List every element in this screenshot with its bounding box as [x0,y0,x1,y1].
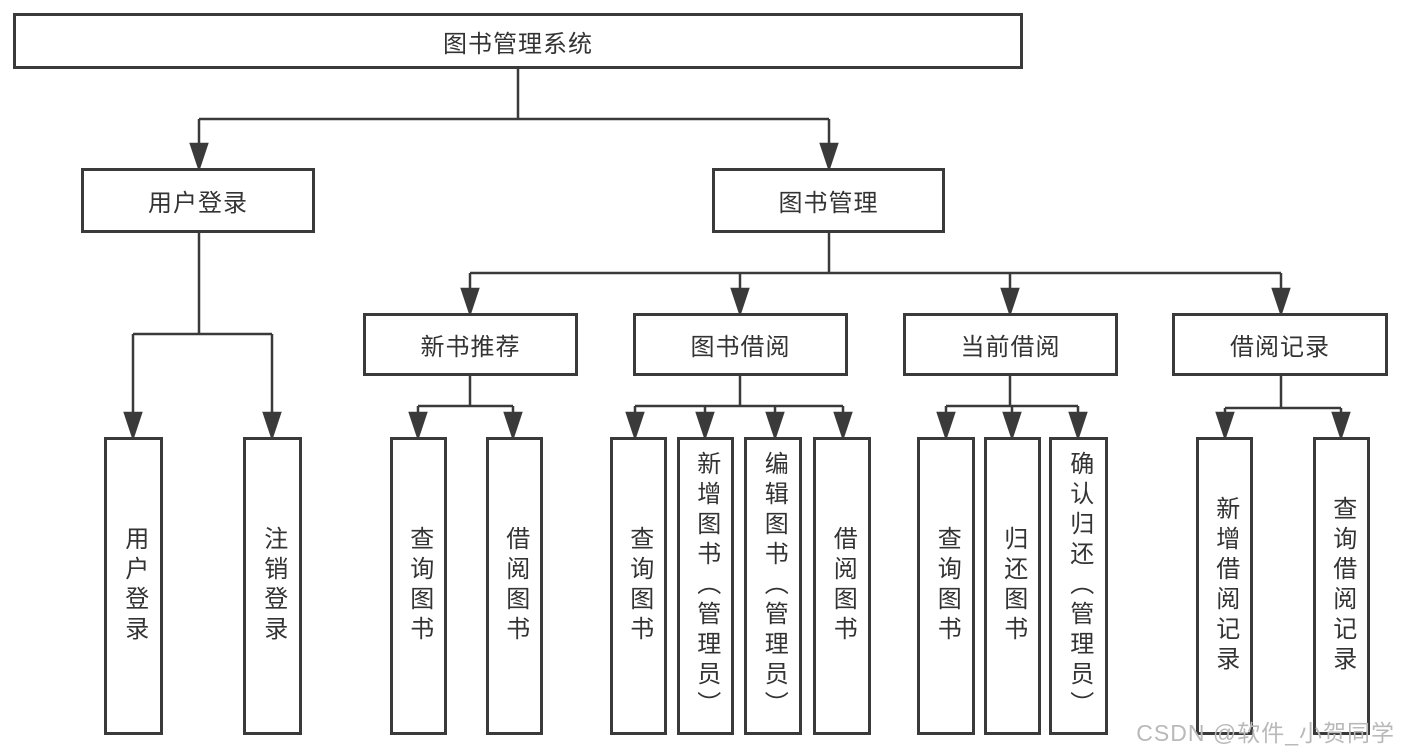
node-label: 借阅图书 [501,526,529,646]
node-label: 编辑图书（管理员） [760,451,788,721]
node-label: 用户登录 [120,526,148,646]
node-label: 新书推荐 [420,334,521,361]
connector-userlogin-to-leaves [123,233,282,441]
node-label: 用户登录 [148,190,248,217]
leaf-borrow-books-recommend: 借阅图书 [486,437,543,735]
node-new-book-recommendation: 新书推荐 [363,313,578,376]
leaf-confirm-return-admin: 确认归还（管理员） [1049,437,1108,735]
leaf-add-borrow-record: 新增借阅记录 [1196,437,1253,735]
connector-root-to-level2 [189,69,839,172]
leaf-user-login: 用户登录 [104,437,163,735]
node-label: 归还图书 [999,526,1027,646]
node-label: 查询图书 [405,526,433,646]
connector-bookmgmt-to-level3 [460,233,1291,317]
node-label: 当前借阅 [960,334,1061,361]
node-current-borrowing: 当前借阅 [903,313,1118,376]
node-label: 借阅图书 [829,526,857,646]
leaf-add-book-admin: 新增图书（管理员） [677,437,734,735]
leaf-query-books-recommend: 查询图书 [390,437,447,735]
connector-current-to-leaves [936,375,1088,441]
node-borrowing-records: 借阅记录 [1172,313,1388,376]
leaf-query-books-current: 查询图书 [917,437,975,735]
leaf-borrow-books-borrow: 借阅图书 [813,437,871,735]
node-label: 借阅记录 [1230,334,1330,361]
node-label: 新增图书（管理员） [692,451,720,721]
node-label: 查询图书 [625,526,653,646]
node-book-management: 图书管理 [712,168,945,233]
node-label: 注销登录 [259,526,287,646]
leaf-edit-book-admin: 编辑图书（管理员） [744,437,802,735]
node-library-management-system: 图书管理系统 [13,13,1023,69]
leaf-query-books-borrow: 查询图书 [610,437,667,735]
node-book-borrowing: 图书借阅 [633,313,848,376]
node-label: 图书管理 [778,190,879,217]
node-label: 图书管理系统 [443,30,593,58]
connector-borrow-to-leaves [625,375,853,441]
node-label: 图书借阅 [690,334,791,361]
leaf-query-borrow-record: 查询借阅记录 [1313,437,1370,735]
csdn-watermark: CSDN @软件_小贺同学 [1136,720,1395,746]
leaf-return-book: 归还图书 [984,437,1041,735]
node-user-login: 用户登录 [81,168,315,233]
leaf-logout: 注销登录 [243,437,302,735]
node-label: 确认归还（管理员） [1065,451,1093,721]
connector-recommend-to-leaves [408,375,523,441]
node-label: 查询借阅记录 [1328,496,1356,676]
connector-records-to-leaves [1215,376,1351,441]
node-label: 新增借阅记录 [1211,496,1239,676]
node-label: 查询图书 [933,526,961,646]
